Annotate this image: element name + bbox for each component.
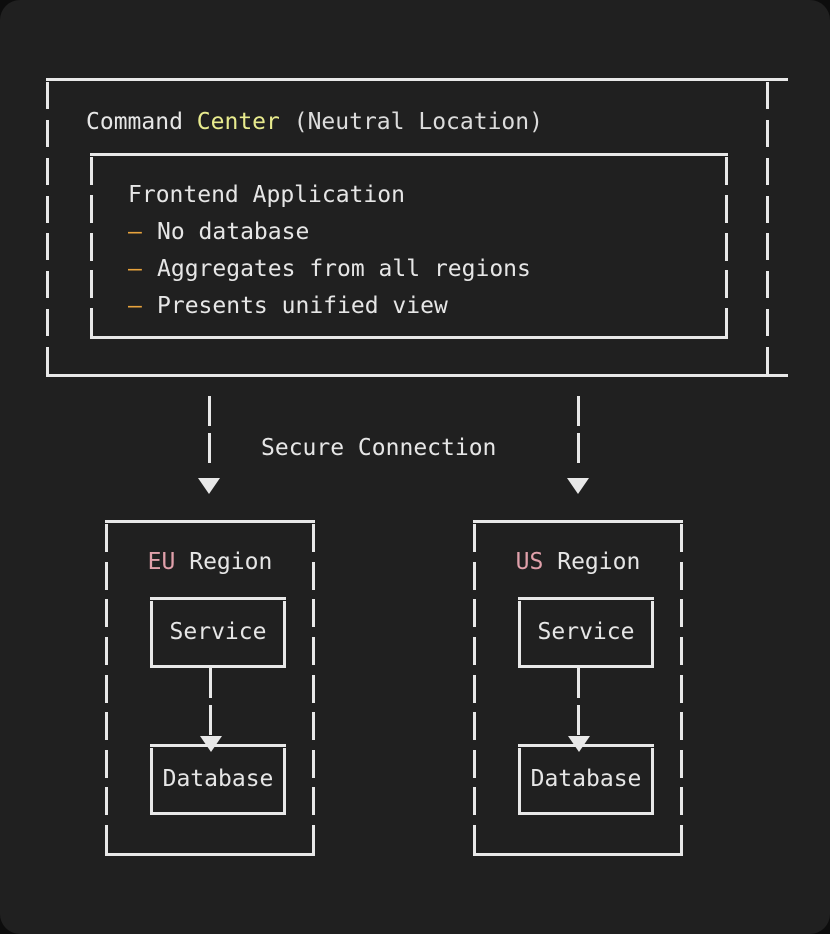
us-internal-connector-top <box>577 668 580 698</box>
command-center-title: Command Center (Neutral Location) <box>86 104 543 141</box>
us-region-title: US Region <box>473 544 683 581</box>
eu-database-bottom-border <box>150 812 286 815</box>
frontend-bullet-text-2: Presents unified view <box>157 293 448 319</box>
us-region-suffix: Region <box>543 549 641 575</box>
command-center-box-left-border <box>46 82 49 374</box>
eu-database-left-border <box>150 748 153 812</box>
connector-right-arrow-icon <box>567 478 589 494</box>
connector-left-segment-bottom <box>208 433 211 463</box>
us-service-top-border <box>518 597 654 600</box>
eu-region-suffix: Region <box>175 549 273 575</box>
command-center-box-right-border <box>766 82 769 374</box>
us-database-right-border <box>651 748 654 812</box>
us-service-right-border <box>651 601 654 665</box>
frontend-bullet-glyph-0: — <box>128 219 142 245</box>
eu-service-top-border <box>150 597 286 600</box>
eu-service-label: Service <box>169 619 267 645</box>
frontend-box-bottom-border <box>90 336 728 339</box>
frontend-bullet-text-1: Aggregates from all regions <box>157 256 531 282</box>
frontend-box-left-border <box>90 157 93 336</box>
us-database-bottom-border <box>518 812 654 815</box>
us-region-bottom-border <box>473 853 683 856</box>
eu-service-bottom-border <box>150 665 286 668</box>
frontend-bullet-glyph-2: — <box>128 293 142 319</box>
eu-service-left-border <box>150 601 153 665</box>
frontend-bullet-text-0: No database <box>157 219 310 245</box>
eu-region-left-border <box>105 524 108 853</box>
frontend-box-top-border <box>90 153 728 156</box>
command-center-box-bottom-border <box>46 374 788 377</box>
connector-left-segment-top <box>208 396 211 426</box>
us-service-bottom-border <box>518 665 654 668</box>
eu-service-right-border <box>283 601 286 665</box>
command-center-title-accent: Center <box>196 109 280 135</box>
eu-region-top-border <box>105 520 315 523</box>
command-center-box-top-border <box>46 78 788 81</box>
eu-region-code: EU <box>147 549 176 575</box>
us-region-right-border <box>680 524 683 853</box>
command-center-title-prefix: Command <box>86 109 197 135</box>
us-region-code: US <box>515 549 544 575</box>
us-service-left-border <box>518 601 521 665</box>
eu-database-label: Database <box>162 766 274 792</box>
eu-internal-connector-top <box>209 668 212 698</box>
eu-database-right-border <box>283 748 286 812</box>
command-center-title-suffix: (Neutral Location) <box>279 109 543 135</box>
us-region-top-border <box>473 520 683 523</box>
us-database-top-border <box>518 744 654 747</box>
us-service-label: Service <box>537 619 635 645</box>
eu-internal-connector-bottom <box>209 705 212 735</box>
frontend-heading: Frontend Application <box>128 182 405 208</box>
eu-database-top-border <box>150 744 286 747</box>
connector-left-arrow-icon <box>198 478 220 494</box>
frontend-bullet-glyph-1: — <box>128 256 142 282</box>
us-database-left-border <box>518 748 521 812</box>
us-region-left-border <box>473 524 476 853</box>
us-database-label: Database <box>530 766 642 792</box>
connector-right-segment-top <box>577 396 580 426</box>
eu-region-bottom-border <box>105 853 315 856</box>
connector-right-segment-bottom <box>577 433 580 463</box>
eu-region-right-border <box>312 524 315 853</box>
eu-region-title: EU Region <box>105 544 315 581</box>
frontend-box-right-border <box>725 157 728 336</box>
us-internal-connector-bottom <box>577 705 580 735</box>
secure-connection-label: Secure Connection <box>261 435 497 461</box>
